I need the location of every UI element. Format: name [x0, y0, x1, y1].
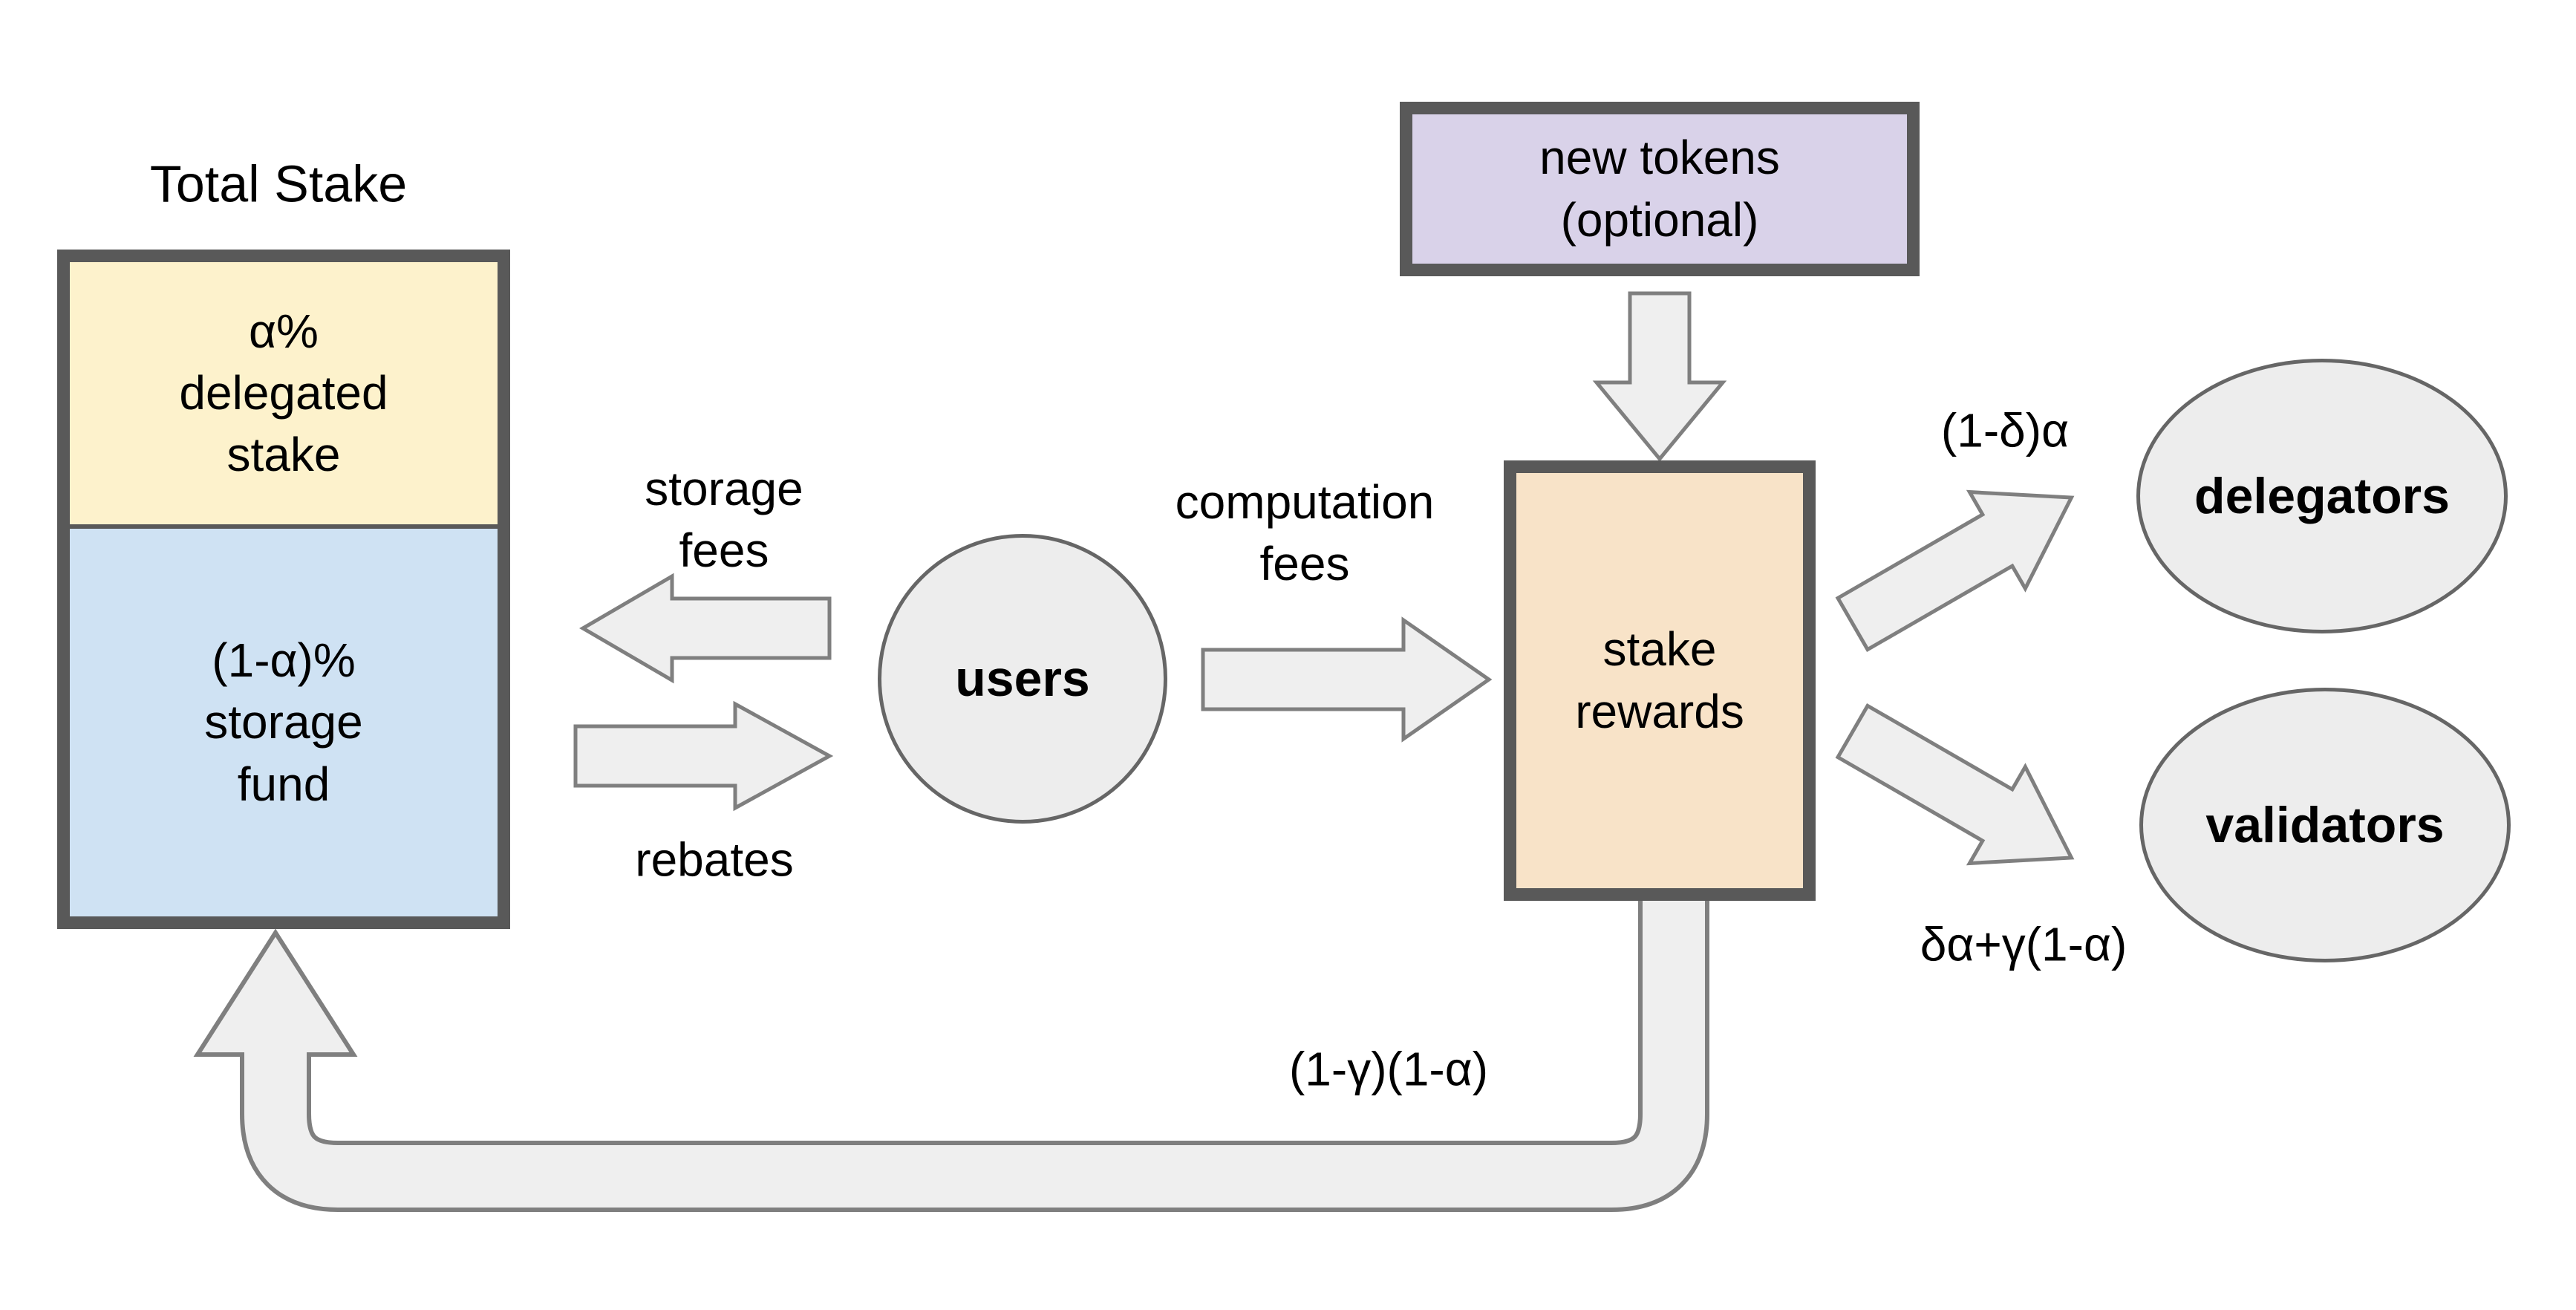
total-stake-box: α% delegated stake (1-α)% storage fund [57, 250, 510, 929]
delegators-share-label: (1-δ)α [1940, 403, 2070, 457]
users-node: users [878, 534, 1167, 824]
rebates-arrow-icon [573, 700, 834, 812]
storage-fees-arrow-icon [579, 573, 832, 684]
storage-fund-section: (1-α)% storage fund [70, 529, 498, 916]
new-tokens-label: new tokens (optional) [1539, 131, 1780, 247]
to-validators-arrow-icon [1835, 703, 2075, 866]
reinvest-share-label: (1-γ)(1-α) [1288, 1042, 1489, 1096]
computation-fees-label: computation fees [1175, 475, 1435, 590]
stake-rewards-box: stake rewards [1504, 460, 1816, 901]
validators-share-label: δα+γ(1-α) [1920, 917, 2127, 971]
validators-node: validators [2139, 688, 2511, 962]
reinvest-pipe [193, 897, 1709, 1212]
new-tokens-arrow-icon [1592, 291, 1727, 462]
new-tokens-box: new tokens (optional) [1400, 102, 1920, 276]
storage-fees-label: storage fees [645, 461, 803, 577]
stake-rewards-label: stake rewards [1575, 622, 1744, 738]
reinvest-arrowhead-icon [193, 928, 358, 1057]
delegated-stake-section: α% delegated stake [70, 262, 498, 529]
computation-fees-arrow-icon [1201, 616, 1493, 743]
total-stake-title: Total Stake [149, 154, 408, 213]
delegators-node: delegators [2136, 359, 2508, 633]
to-delegators-arrow-icon [1835, 489, 2075, 653]
rebates-label: rebates [635, 832, 794, 887]
